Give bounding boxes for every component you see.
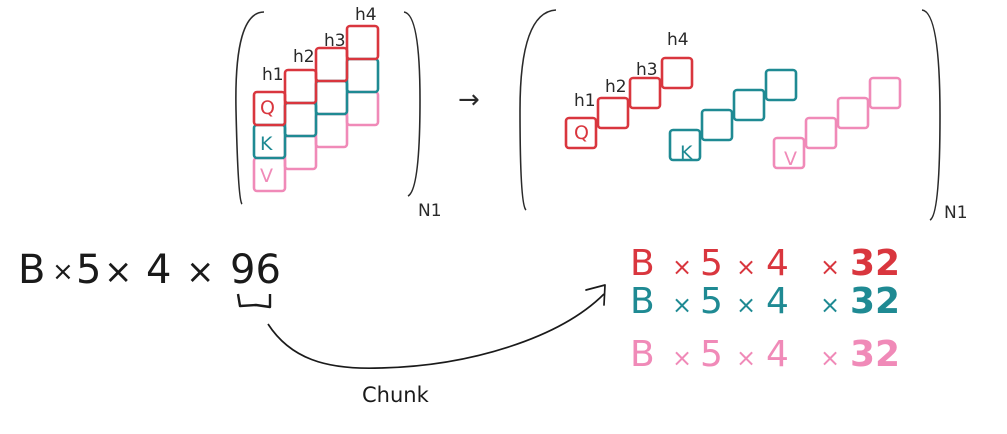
input-shape-token-4: 4 <box>146 247 171 293</box>
right-head-label-2: h2 <box>605 77 627 97</box>
left-head-label-3: h3 <box>324 31 346 51</box>
chunk-label: Chunk <box>362 383 430 407</box>
output-shape-1-token-6: 32 <box>850 243 900 284</box>
output-shape-2-token-1: × <box>672 291 692 319</box>
output-shape-1-token-0: B <box>630 243 655 284</box>
right-head-label-3: h3 <box>636 60 658 80</box>
left-cell-label-q: Q <box>260 97 275 119</box>
right-cells <box>564 56 902 170</box>
output-shape-1-token-2: 5 <box>700 243 723 284</box>
input-shape-token-3: × <box>104 252 133 292</box>
left-cell-q-h1 <box>252 90 287 127</box>
left-head-label-2: h2 <box>293 47 315 67</box>
left-cell-k-h3 <box>314 79 349 116</box>
output-shape-2-token-0: B <box>630 281 655 322</box>
output-shape-2-token-6: 32 <box>850 281 900 322</box>
right-cell-k-h3 <box>732 88 766 122</box>
input-shape-token-6: 96 <box>230 247 281 293</box>
transform-arrow: → <box>458 85 480 115</box>
right-cell-label-q: Q <box>574 122 589 144</box>
left-cell-label-k: K <box>260 133 273 155</box>
left-cell-k-h4 <box>345 57 380 94</box>
input-shape-token-2: 5 <box>76 247 101 293</box>
left-cell-q-h4 <box>345 24 380 61</box>
chunk-arrow: Chunk <box>267 284 606 407</box>
right-cell-k-h1 <box>668 128 702 162</box>
right-head-label-1: h1 <box>574 91 596 111</box>
output-shape-3-token-6: 32 <box>850 334 900 375</box>
output-shape-1-token-5: × <box>820 253 840 281</box>
left-head-label-4: h4 <box>355 5 377 25</box>
output-shape-2-token-3: × <box>736 291 756 319</box>
chunk-arrow-curve <box>267 293 605 370</box>
left-cell-k-h2 <box>283 101 318 138</box>
right-bracket-close <box>921 9 941 221</box>
output-shapes: B×5×4×32B×5×4×32B×5×4×32 <box>630 243 900 375</box>
left-qkv-group: Q K V h1 h2 h3 h4 N1 <box>235 5 442 221</box>
right-cell-v-h2 <box>804 116 838 150</box>
output-shape-3-token-5: × <box>820 344 840 372</box>
right-cell-v-h3 <box>836 96 870 130</box>
right-cell-q-h4 <box>660 56 694 90</box>
right-cell-q-h3 <box>628 76 662 110</box>
input-shape-token-5: × <box>186 252 215 292</box>
right-cell-v-h1 <box>772 136 806 170</box>
right-cell-v-h4 <box>868 76 902 110</box>
output-shape-3-token-3: × <box>736 344 756 372</box>
output-shape-1-token-4: 4 <box>766 243 789 284</box>
left-cell-label-v: V <box>260 165 273 187</box>
output-shape-2-token-2: 5 <box>700 281 723 322</box>
left-bracket-open <box>235 11 265 205</box>
right-cell-label-v: V <box>784 148 797 170</box>
output-shape-1-token-3: × <box>736 253 756 281</box>
left-cells <box>252 24 380 193</box>
left-cell-q-h3 <box>314 46 349 83</box>
input-shape-token-1: × <box>52 257 74 287</box>
left-cell-v-h3 <box>314 112 349 149</box>
right-cell-k-h4 <box>764 68 798 102</box>
left-cell-v-h4 <box>345 90 380 127</box>
output-shape-2-token-4: 4 <box>766 281 789 322</box>
right-cell-label-k: K <box>680 142 693 164</box>
right-cell-q-h2 <box>596 96 630 130</box>
output-shape-3-token-1: × <box>672 344 692 372</box>
left-cell-v-h2 <box>283 134 318 171</box>
output-shape-1-token-1: × <box>672 253 692 281</box>
input-dim-brace <box>236 293 272 309</box>
left-bracket-close <box>403 11 421 197</box>
output-shape-3-token-0: B <box>630 334 655 375</box>
right-cell-k-h2 <box>700 108 734 142</box>
right-qkv-group: Q K V h1 h2 h3 h4 N1 <box>519 9 968 223</box>
output-shape-3-token-4: 4 <box>766 334 789 375</box>
input-shape-token-0: B <box>18 247 45 293</box>
chunk-arrow-head <box>585 284 606 306</box>
right-cell-q-h1 <box>564 116 598 150</box>
left-n-label: N1 <box>418 201 442 221</box>
output-shape-3-token-2: 5 <box>700 334 723 375</box>
input-shape: B × 5 × 4 × 96 <box>18 247 281 309</box>
right-bracket-open <box>519 9 557 211</box>
right-n-label: N1 <box>944 203 968 223</box>
right-head-label-4: h4 <box>667 30 689 50</box>
left-head-label-1: h1 <box>262 65 284 85</box>
left-cell-q-h2 <box>283 68 318 105</box>
output-shape-2-token-5: × <box>820 291 840 319</box>
